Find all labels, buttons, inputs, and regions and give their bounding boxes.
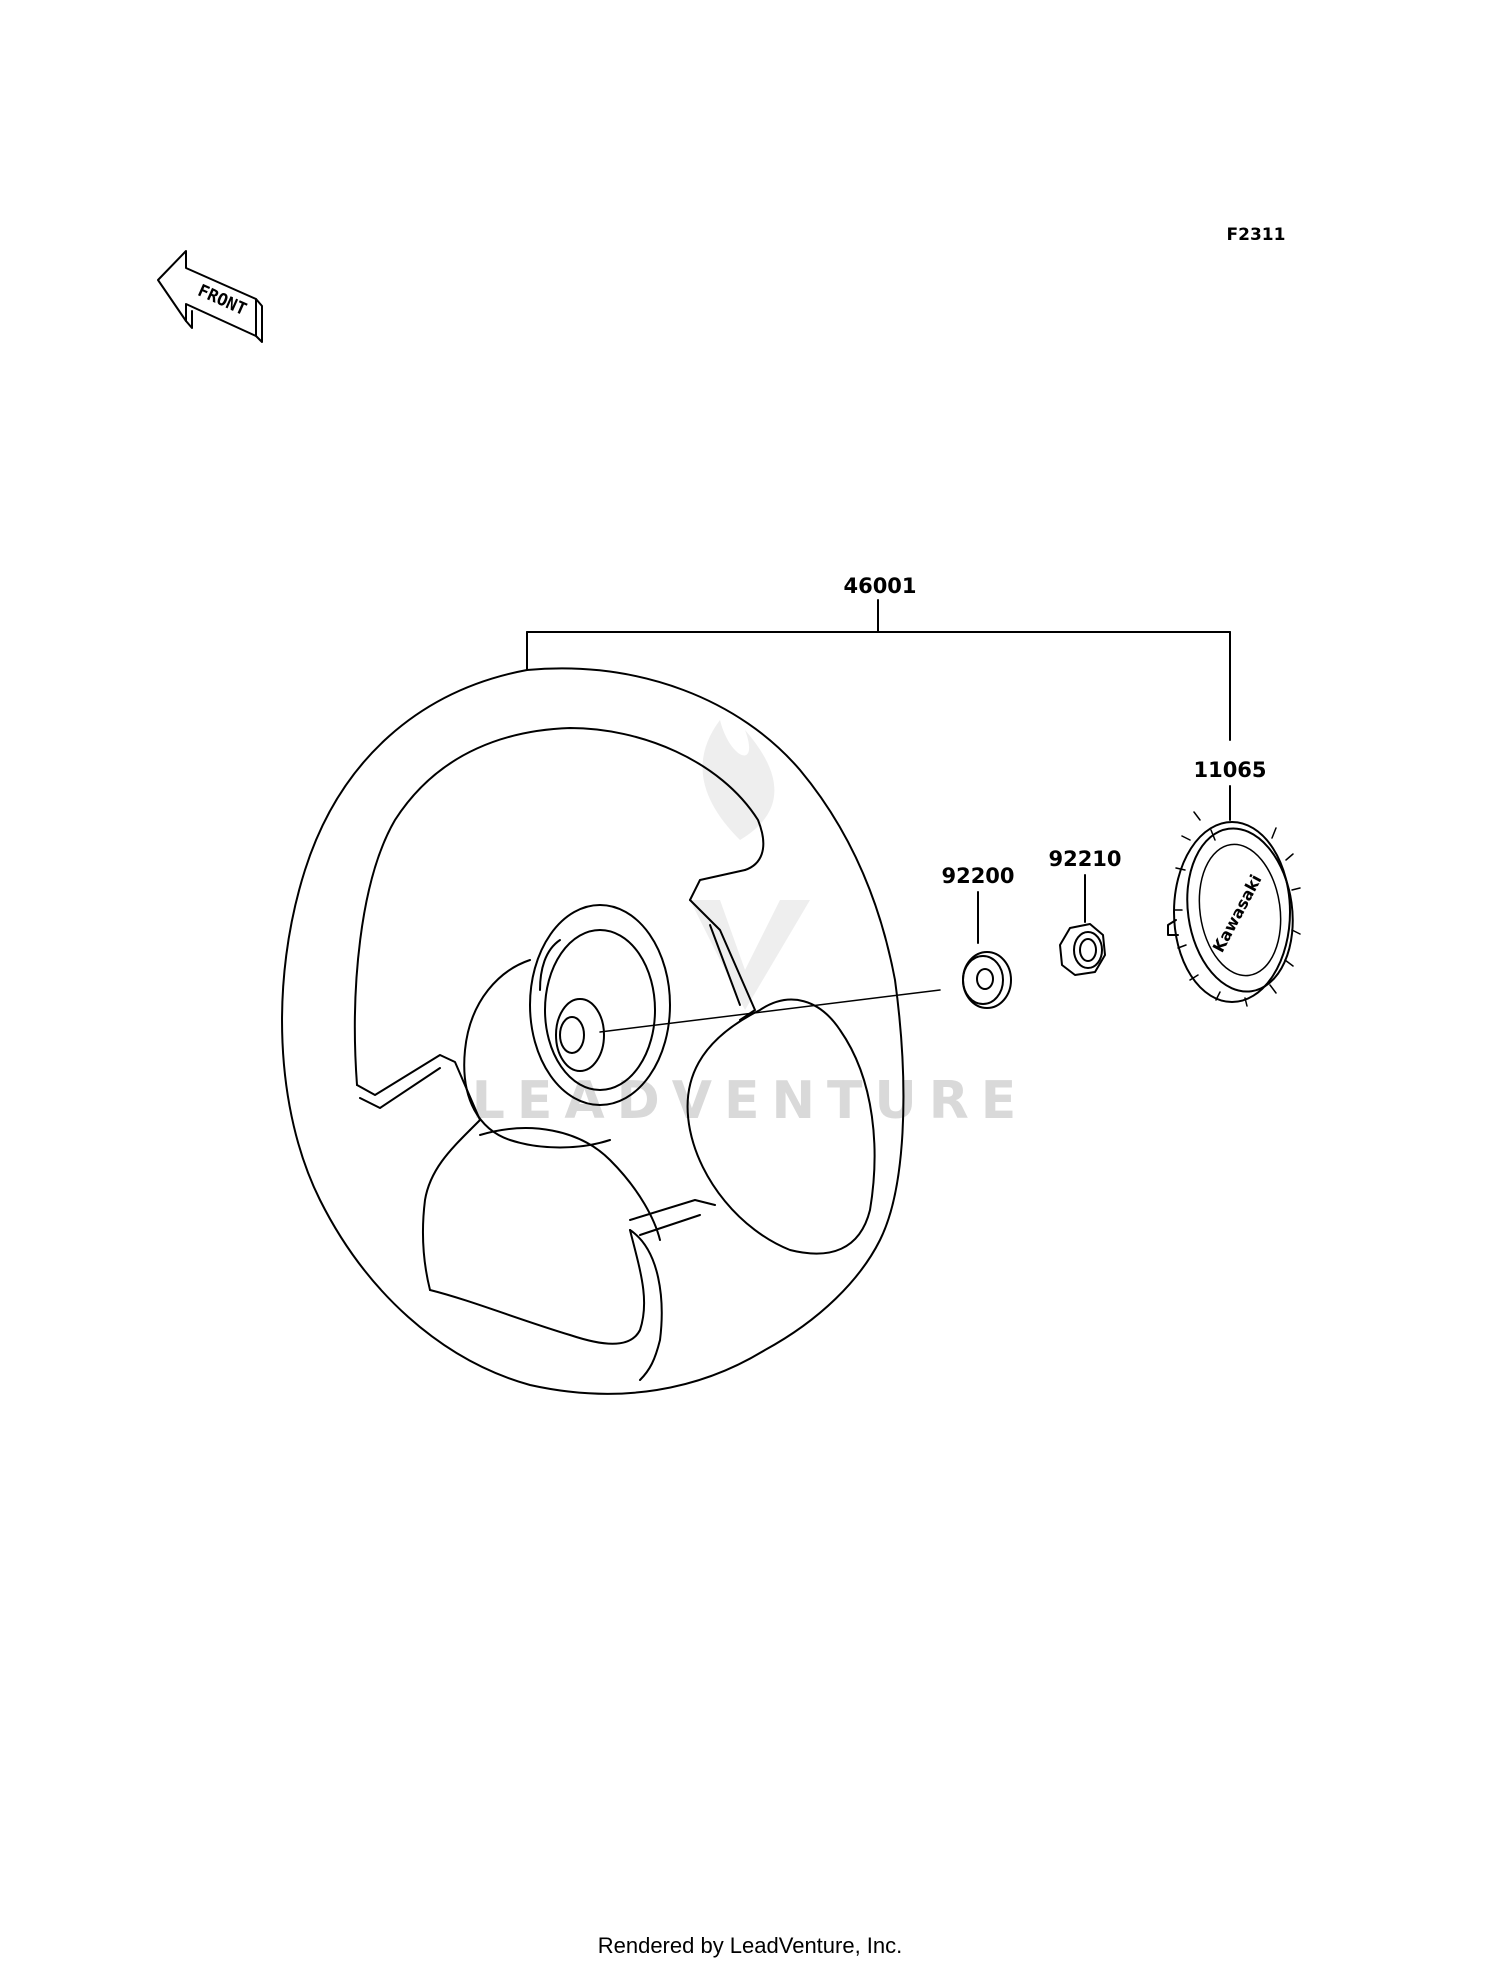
watermark: LEADVENTURE	[472, 720, 1029, 1131]
steering-wheel	[281, 667, 941, 1395]
assembly-callout: 46001	[526, 574, 1231, 741]
part-number-11065: 11065	[1193, 758, 1266, 782]
footer-credit: Rendered by LeadVenture, Inc.	[598, 1933, 903, 1958]
part-number-92200: 92200	[941, 864, 1014, 888]
horn-cap: 11065 Kawasaki	[1167, 758, 1301, 1007]
part-number-46001: 46001	[843, 574, 916, 598]
front-arrow-icon: FRONT	[157, 250, 263, 343]
figure-code: F2311	[1227, 225, 1286, 245]
nut: 92210	[1048, 847, 1122, 976]
watermark-flame-icon	[690, 720, 810, 1010]
front-label: FRONT	[195, 281, 250, 320]
part-number-92210: 92210	[1048, 847, 1121, 871]
watermark-text: LEADVENTURE	[472, 1071, 1029, 1131]
washer: 92200	[941, 864, 1015, 1009]
cap-logo: Kawasaki	[1209, 871, 1266, 955]
